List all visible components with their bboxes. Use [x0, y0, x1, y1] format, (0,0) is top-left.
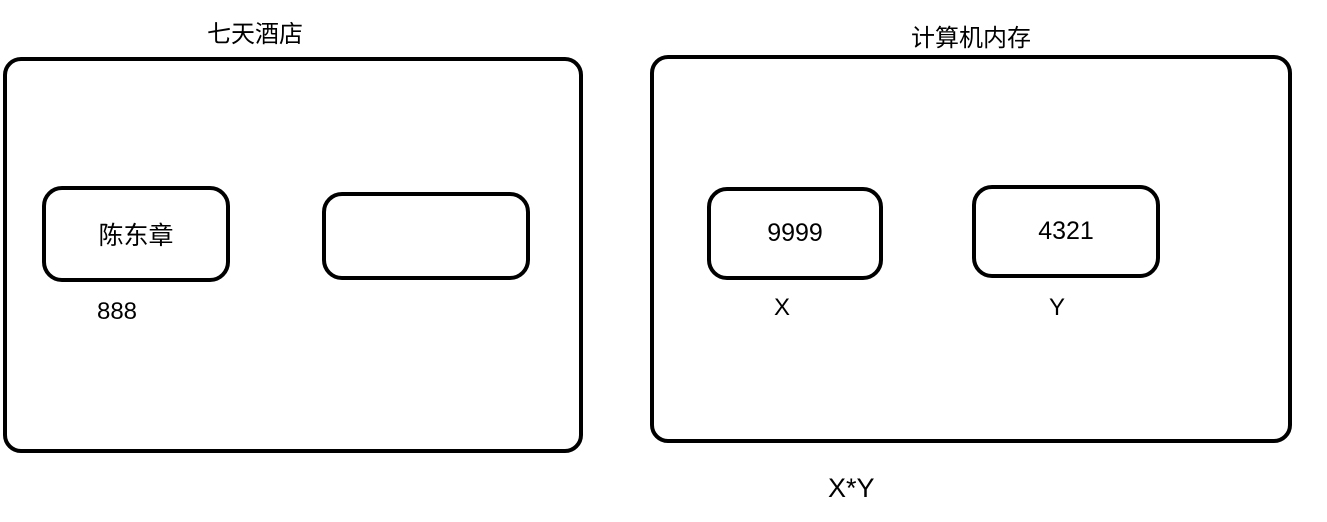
expression-label: X*Y	[828, 473, 875, 503]
hotel-title: 七天酒店	[207, 21, 303, 48]
memory-x-variable-label: X	[773, 294, 790, 321]
hotel-guest-name: 陈东章	[98, 222, 174, 250]
memory-title: 计算机内存	[911, 25, 1031, 52]
hotel-room-box-occupied: 陈东章	[42, 186, 230, 282]
memory-cell-x: 9999	[707, 187, 883, 280]
hotel-room-box-empty	[322, 192, 530, 280]
memory-y-variable-label: Y	[1048, 294, 1065, 321]
memory-x-value: 9999	[767, 219, 823, 247]
memory-cell-y: 4321	[972, 185, 1160, 278]
memory-y-value: 4321	[1038, 217, 1094, 245]
hotel-room-number-label: 888	[96, 298, 138, 325]
